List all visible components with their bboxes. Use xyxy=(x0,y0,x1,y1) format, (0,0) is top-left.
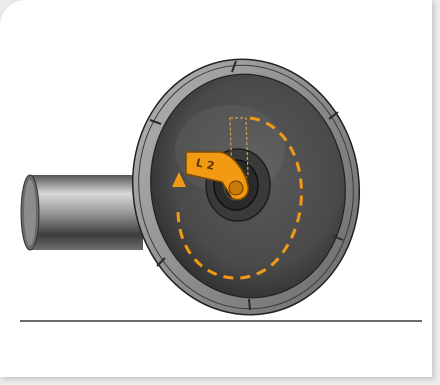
panel-card: L 2 xyxy=(0,0,432,377)
cylinder-shaft xyxy=(21,175,143,250)
ground-line xyxy=(20,320,422,322)
